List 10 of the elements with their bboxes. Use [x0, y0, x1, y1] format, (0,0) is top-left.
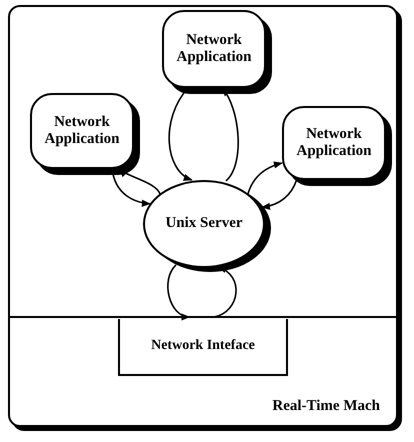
kernel-label: Real-Time Mach	[272, 398, 380, 415]
arrow	[261, 180, 298, 210]
interface-box	[118, 319, 288, 376]
node-label: Network Application	[43, 114, 120, 148]
node-label: Network Application	[295, 126, 372, 160]
node-label: Network Application	[175, 32, 252, 66]
node-label: Unix Server	[165, 215, 243, 233]
node-label: Network Inteface	[151, 338, 255, 355]
arrow	[247, 162, 283, 194]
arrow	[167, 264, 190, 320]
